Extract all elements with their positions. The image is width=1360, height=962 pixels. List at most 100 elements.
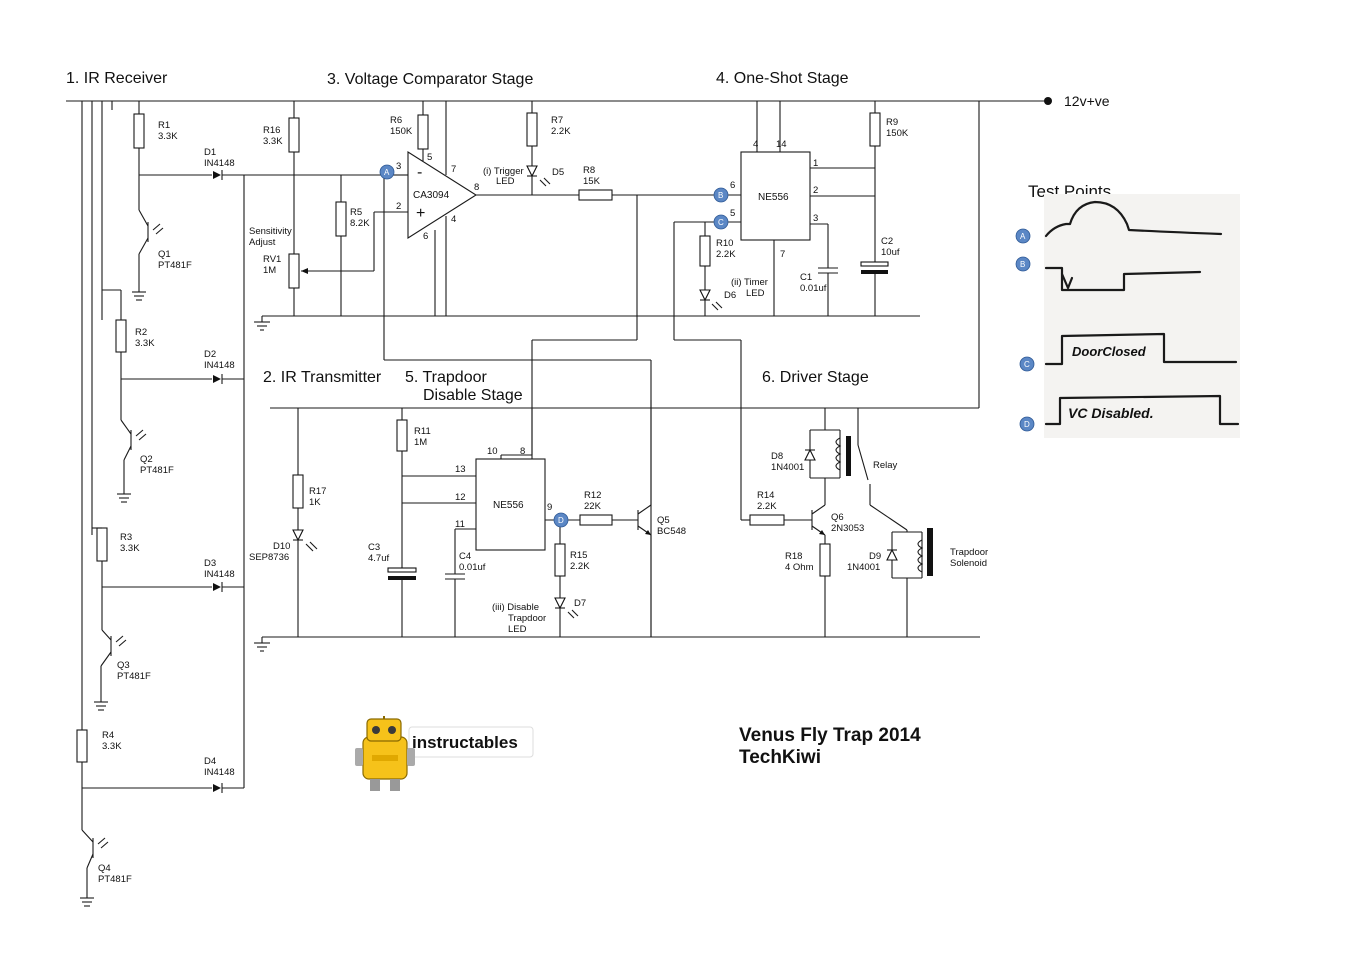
q6-value: 2N3053 [831, 523, 864, 534]
u1-pin-7: 7 [780, 249, 785, 260]
solenoid-coil [917, 539, 924, 573]
r12-value: 22K [584, 501, 602, 512]
c3-name: C3 [368, 542, 380, 553]
c2-name: C2 [881, 236, 893, 247]
project-title: Venus Fly Trap 2014 [739, 725, 921, 746]
rv1-value: 1M [263, 265, 276, 276]
tp-a-marker: A [379, 164, 395, 180]
panel-tp-c: C [1019, 356, 1035, 372]
logo-text: instructables [412, 733, 518, 752]
rv1-potentiometer [288, 253, 300, 289]
disable-led-label-line3: LED [508, 624, 527, 635]
ca3094-opamp [407, 151, 478, 239]
r16-value: 3.3K [263, 136, 283, 147]
q5-transistor [637, 400, 652, 637]
c2-value: 10uf [881, 247, 900, 258]
svg-text:D: D [1024, 420, 1030, 429]
r10-resistor [699, 235, 711, 267]
relay-label: Relay [873, 460, 898, 471]
c3-capacitor [387, 567, 417, 573]
r11-value: 1M [414, 437, 427, 448]
r15-value: 2.2K [570, 561, 590, 572]
ir-receiver-stage: R1 3.3K Q1 PT481F D1 IN4148 R2 3.3K [76, 101, 384, 907]
opamp-pin-8: 8 [474, 182, 479, 193]
driver-stage: D8 1N4001 Relay R14 2.2K Q6 2N3053 R18 4… [741, 408, 988, 637]
relay-coil [835, 437, 842, 471]
d8-value: 1N4001 [771, 462, 804, 473]
test-points-panel: Test Points DoorClosed VC Disabled. A B … [1015, 182, 1240, 438]
q6-transistor [811, 478, 826, 544]
solenoid-label-line2: Solenoid [950, 558, 987, 569]
waveform-b [1044, 266, 1202, 292]
d2-diode [213, 374, 223, 384]
panel-tp-d: D [1019, 416, 1035, 432]
trigger-led-label: (i) Trigger [483, 166, 524, 177]
u1-pin-4: 4 [753, 139, 758, 150]
opamp-pin-3: 3 [396, 161, 401, 172]
r18-name: R18 [785, 551, 802, 562]
r9-name: R9 [886, 117, 898, 128]
d7-name: D7 [574, 598, 586, 609]
waveform-c-note: DoorClosed [1072, 344, 1147, 359]
u2-pin-13: 13 [455, 464, 466, 475]
r3-value: 3.3K [120, 543, 140, 554]
r2-value: 3.3K [135, 338, 155, 349]
d5-led [526, 165, 551, 195]
q3-name: Q3 [117, 660, 130, 671]
q6-name: Q6 [831, 512, 844, 523]
r9-value: 150K [886, 128, 909, 139]
waveform-c [1044, 332, 1238, 366]
r17-resistor [292, 474, 304, 509]
r15-name: R15 [570, 550, 587, 561]
d5-name: D5 [552, 167, 564, 178]
d9-diode [886, 548, 898, 561]
d7-led [554, 597, 579, 637]
u1-pin-6: 6 [730, 180, 735, 191]
svg-text:C: C [1024, 360, 1030, 369]
ne556-one-shot [740, 151, 811, 241]
d1-name: D1 [204, 147, 216, 158]
sensitivity-label: Sensitivity [249, 226, 292, 237]
author-name: TechKiwi [739, 747, 821, 768]
q5-value: BC548 [657, 526, 686, 537]
r8-value: 15K [583, 176, 601, 187]
r2-name: R2 [135, 327, 147, 338]
opamp-pin-6: 6 [423, 231, 428, 242]
r3-name: R3 [120, 532, 132, 543]
q2-name: Q2 [140, 454, 153, 465]
d4-name: D4 [204, 756, 216, 767]
opamp-label: CA3094 [413, 190, 450, 201]
r6-value: 150K [390, 126, 413, 137]
u2-pin-9: 9 [547, 502, 552, 513]
panel-tp-b: B [1015, 256, 1031, 272]
r1-name: R1 [158, 120, 170, 131]
d8-name: D8 [771, 451, 783, 462]
r5-name: R5 [350, 207, 362, 218]
r18-resistor [819, 543, 831, 577]
r17-value: 1K [309, 497, 321, 508]
one-shot-stage: NE556 4 14 6 5 7 1 2 3 C1 0.01uf R9 150K… [673, 101, 909, 520]
r6-name: R6 [390, 115, 402, 126]
u1-pin-1: 1 [813, 158, 818, 169]
d1-value: IN4148 [204, 158, 235, 169]
c1-name: C1 [800, 272, 812, 283]
r16-resistor [288, 117, 300, 153]
r6-resistor [417, 114, 429, 150]
d2-value: IN4148 [204, 360, 235, 371]
stage-ir-receiver-heading: 1. IR Receiver [66, 70, 168, 87]
r14-value: 2.2K [757, 501, 777, 512]
d10-ir-led [292, 529, 318, 637]
c4-value: 0.01uf [459, 562, 486, 573]
d9-value: 1N4001 [847, 562, 880, 573]
supply-label: 12v+ve [1064, 93, 1110, 109]
r14-name: R14 [757, 490, 774, 501]
comparator-stage: R16 3.3K Sensitivity Adjust RV1 1M R5 8.… [249, 101, 716, 637]
r1-value: 3.3K [158, 131, 178, 142]
d2-name: D2 [204, 349, 216, 360]
c4-name: C4 [459, 551, 471, 562]
solenoid-core [927, 528, 933, 576]
r8-name: R8 [583, 165, 595, 176]
d10-name: D10 [273, 541, 290, 552]
